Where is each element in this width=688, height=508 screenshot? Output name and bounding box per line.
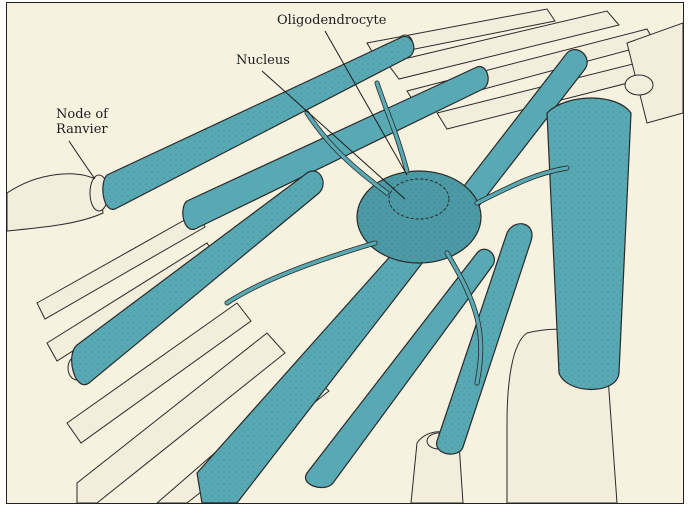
leader-node	[69, 141, 95, 179]
label-node-line2: Ranvier	[56, 122, 108, 137]
label-node-line1: Node of	[56, 107, 108, 122]
axon-left-top	[7, 174, 103, 231]
process-2	[227, 243, 375, 303]
oligodendrocyte-illustration	[7, 3, 683, 503]
illustration-frame: Oligodendrocyte Nucleus Node of Ranvier	[6, 2, 684, 504]
label-node-of-ranvier: Node of Ranvier	[56, 107, 108, 137]
label-oligodendrocyte: Oligodendrocyte	[277, 13, 386, 28]
label-nucleus: Nucleus	[236, 53, 290, 68]
node-top-right	[625, 75, 653, 95]
